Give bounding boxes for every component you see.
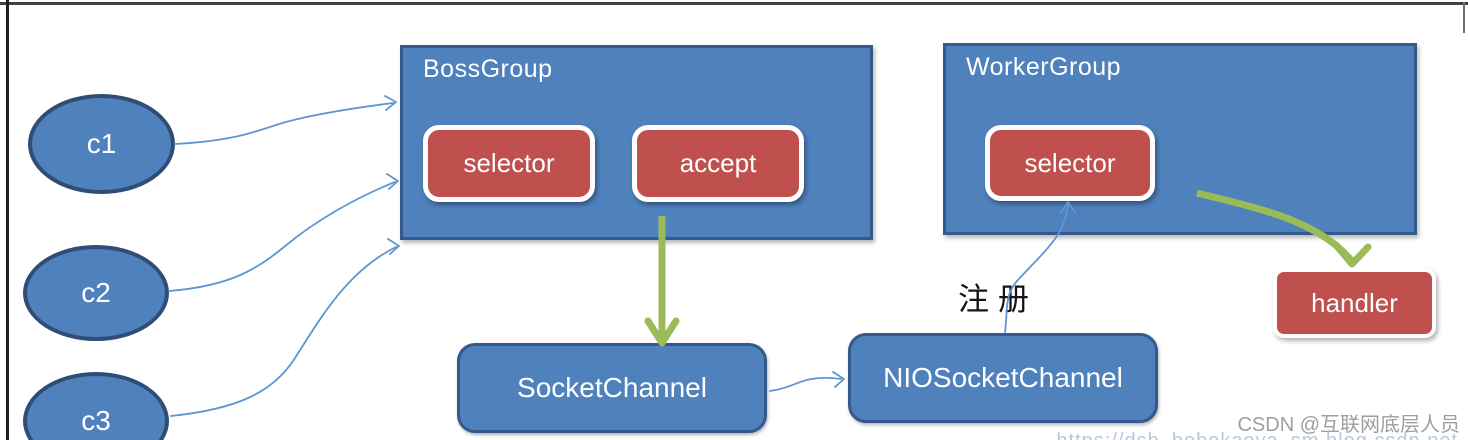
client-c2-label: c2	[81, 277, 111, 308]
socket-channel-label: SocketChannel	[517, 372, 707, 403]
arrow-c1-to-bossgroup	[174, 95, 397, 145]
boss-accept-label: accept	[679, 148, 757, 178]
boss-selector-node: selector	[423, 125, 595, 202]
watermark-url-text: https://dsb_bobokaoya_sm.blog.csdn.net	[1056, 430, 1458, 440]
worker-group-box: WorkerGroup selector	[943, 43, 1417, 235]
boss-selector-label: selector	[463, 148, 555, 178]
client-node-c1: c1	[28, 94, 175, 194]
arrow-c3-to-bossgroup	[170, 238, 400, 417]
client-c3-label: c3	[81, 405, 111, 436]
client-c1-label: c1	[86, 128, 117, 159]
watermark-text: CSDN @互联网底层人员	[1237, 414, 1460, 436]
worker-selector-node: selector	[985, 125, 1155, 201]
frame-border-right	[1463, 2, 1465, 33]
arrow-c2-to-bossgroup	[168, 173, 399, 292]
handler-label: handler	[1311, 287, 1398, 318]
client-node-c3: c3	[23, 372, 169, 440]
frame-border-left	[6, 0, 9, 440]
register-annotation: 注册	[958, 282, 1038, 317]
frame-border-top	[0, 2, 1468, 5]
boss-accept-node: accept	[632, 125, 804, 202]
handler-node: handler	[1273, 268, 1436, 338]
nio-socket-channel-node: NIOSocketChannel	[848, 333, 1158, 423]
socket-channel-node: SocketChannel	[457, 343, 767, 433]
boss-group-box: BossGroup selector accept	[400, 45, 873, 240]
arrow-socketchannel-to-niosocketchannel	[769, 371, 845, 392]
nio-socket-channel-label: NIOSocketChannel	[883, 362, 1123, 393]
worker-selector-label: selector	[1024, 147, 1116, 178]
boss-group-title: BossGroup	[423, 55, 553, 83]
worker-group-title: WorkerGroup	[966, 53, 1122, 81]
client-node-c2: c2	[23, 245, 169, 341]
